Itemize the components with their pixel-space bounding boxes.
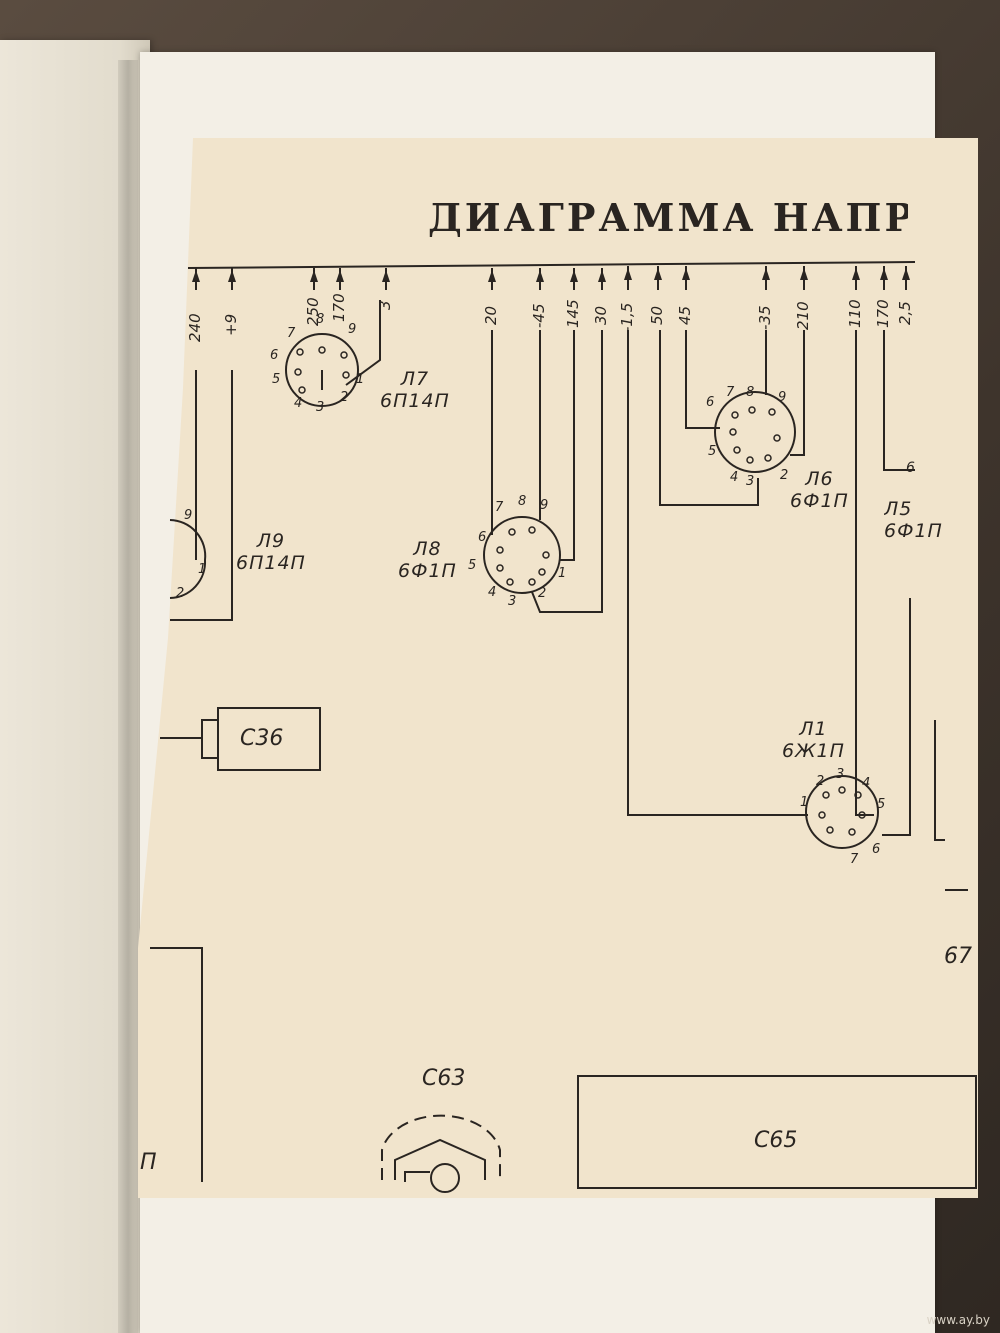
tube-l1-label: Л1 6Ж1П [782, 718, 845, 762]
pin-number: 8 [518, 494, 527, 509]
tube-l1-type: 6Ж1П [782, 740, 845, 762]
watermark: www.ay.by [926, 1313, 990, 1327]
pin-number: 2 [538, 586, 547, 601]
tube-l8-ref: Л8 [413, 538, 442, 560]
top-bus-line [187, 261, 916, 269]
pin-number: 5 [272, 372, 281, 387]
pin-number: 8 [746, 385, 755, 400]
voltage-label: +9 [222, 313, 240, 336]
pin-number: 1 [558, 566, 567, 581]
voltage-label: 240 [186, 313, 204, 342]
voltage-label: -1,5 [618, 302, 636, 332]
tube-l8-socket [483, 516, 561, 594]
pin-number: 1 [198, 562, 207, 577]
pin-number: 3 [836, 767, 845, 782]
pin-number: 9 [348, 322, 357, 337]
tube-l1-socket [805, 775, 879, 849]
pin-number: 4 [862, 776, 871, 791]
tube-l7-ref: Л7 [400, 368, 430, 390]
pin-number: 3 [508, 594, 517, 609]
pin-number: 2 [780, 468, 789, 483]
voltage-label: 3 [376, 300, 394, 310]
voltage-label: 45 [676, 305, 694, 325]
booklet-spine [118, 60, 138, 1333]
pin-number: 2 [176, 586, 185, 601]
tube-l5-type: 6Ф1П [884, 520, 943, 542]
tube-l9-label: Л9 6П14П [236, 530, 306, 574]
pin-number: 7 [287, 326, 296, 341]
diagram-title: ДИАГРАММА НАПРЯ [428, 195, 908, 240]
voltage-label: 50 [648, 305, 666, 325]
pin-number: 2 [816, 774, 825, 789]
pin-number: 9 [540, 498, 549, 513]
pin-number: 8 [316, 312, 325, 327]
voltage-label: 210 [794, 301, 812, 330]
booklet-left-page [0, 40, 150, 1333]
pin-number: 9 [184, 508, 193, 523]
tube-l8-type: 6Ф1П [398, 560, 457, 582]
tube-l6-label: Л6 6Ф1П [790, 468, 849, 512]
pin-number: 5 [877, 797, 886, 812]
pin-number: 7 [495, 500, 504, 515]
tube-l5-label: Л5 6Ф1П [884, 498, 954, 542]
pin-number: 4 [730, 470, 739, 485]
voltage-label: 170 [874, 299, 892, 328]
pin-number: 5 [708, 444, 717, 459]
pin-number: 7 [850, 852, 859, 867]
pin-number: 6 [706, 395, 715, 410]
capacitor-c63-label: С63 [422, 1066, 466, 1091]
capacitor-c63-dome [381, 1114, 501, 1180]
pin-number: 9 [778, 390, 787, 405]
voltage-label: 30 [592, 305, 610, 325]
edge-fragment-left: П [140, 1150, 157, 1175]
edge-fragment-right: 6 [906, 460, 915, 476]
pin-number: 6 [872, 842, 881, 857]
tube-l6-ref: Л6 [805, 468, 834, 490]
pin-number: 6 [478, 530, 487, 545]
diagram-sheet [138, 138, 978, 1198]
voltage-label: 2,5 [896, 301, 914, 325]
tube-l8-label: Л8 6Ф1П [398, 538, 457, 582]
pin-number: 3 [316, 400, 325, 415]
tube-l6-type: 6Ф1П [790, 490, 849, 512]
tube-l5-ref: Л5 [884, 498, 913, 520]
voltage-label: -45 [530, 303, 548, 329]
edge-fragment-right-bottom: 67 [944, 944, 972, 969]
pin-number: 1 [356, 372, 365, 387]
voltage-label: 110 [846, 299, 864, 328]
pin-number: 2 [340, 390, 349, 405]
tube-l7-type: 6П14П [380, 390, 450, 412]
tube-l7-socket [285, 333, 359, 407]
voltage-label: 145 [564, 299, 582, 328]
tube-l6-socket [714, 391, 796, 473]
voltage-label: 20 [482, 305, 500, 325]
pin-number: 7 [726, 385, 735, 400]
tube-l1-ref: Л1 [799, 718, 828, 740]
voltage-label: 170 [330, 293, 348, 322]
pin-number: 6 [270, 348, 279, 363]
voltage-label: -35 [756, 305, 774, 331]
tube-l9-ref: Л9 [256, 530, 286, 552]
capacitor-c36-label: С36 [240, 726, 284, 751]
pin-number: 3 [746, 474, 755, 489]
tube-l7-label: Л7 6П14П [380, 368, 450, 412]
capacitor-c65-label: С65 [754, 1128, 798, 1153]
tube-l9-socket [169, 519, 207, 599]
pin-number: 4 [488, 585, 497, 600]
pin-number: 1 [800, 795, 809, 810]
tube-l9-type: 6П14П [236, 552, 306, 574]
pin-number: 5 [468, 558, 477, 573]
pin-number: 4 [294, 396, 303, 411]
capacitor-c65-body [577, 1075, 977, 1189]
